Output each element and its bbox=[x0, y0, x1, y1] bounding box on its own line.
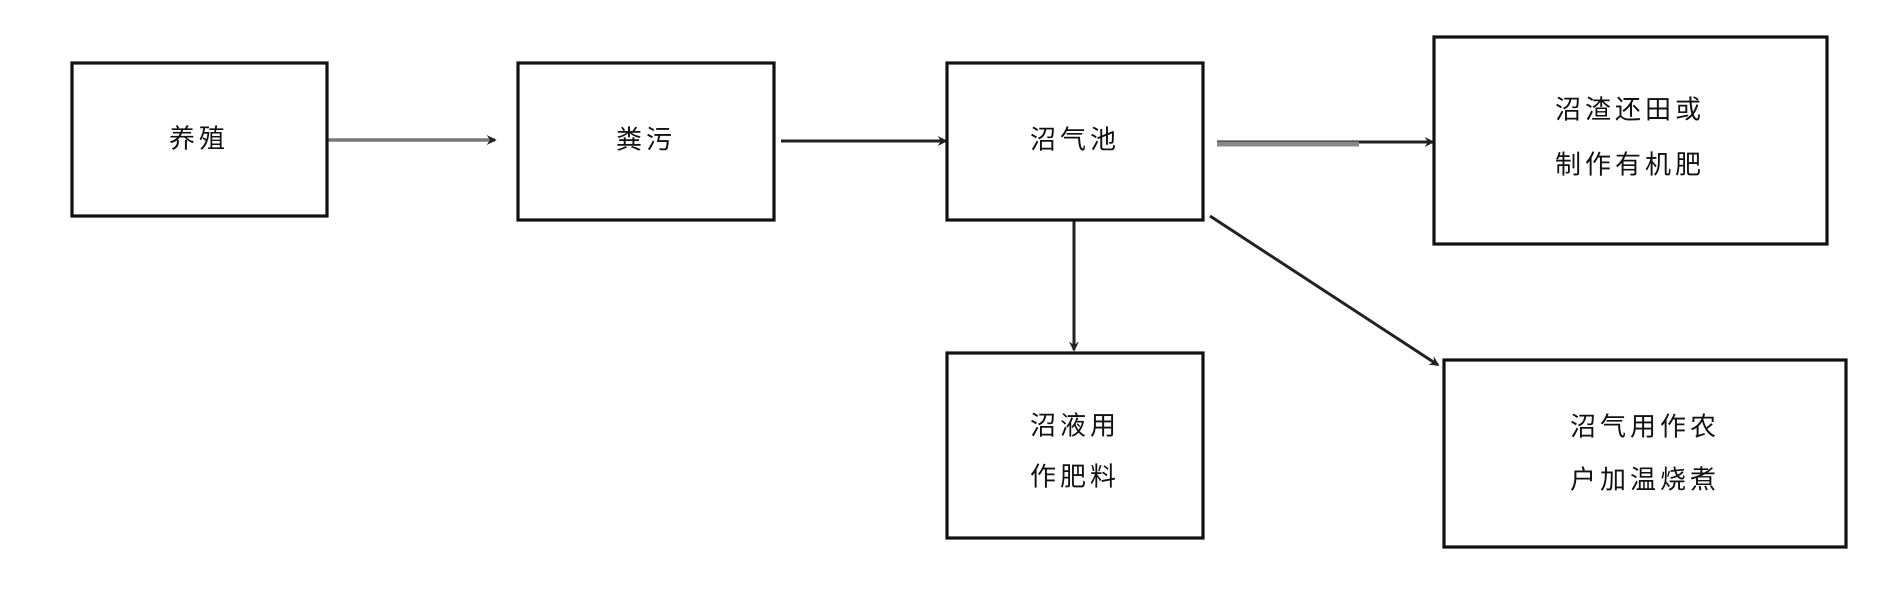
node-biogas-use-label-line1: 沼气用作农 bbox=[1570, 413, 1720, 443]
node-breeding: 养殖 bbox=[70, 61, 329, 218]
node-residue: 沼渣还田或 制作有机肥 bbox=[1432, 35, 1829, 246]
node-residue-label-line2: 制作有机肥 bbox=[1555, 151, 1705, 181]
node-manure-label: 粪污 bbox=[616, 126, 676, 156]
node-biogas-digester: 沼气池 bbox=[945, 61, 1205, 222]
node-slurry-label-line1: 沼液用 bbox=[1030, 412, 1120, 442]
edges bbox=[328, 135, 1440, 367]
node-biogas-digester-label: 沼气池 bbox=[1030, 126, 1120, 156]
node-slurry: 沼液用 作肥料 bbox=[945, 351, 1205, 540]
node-residue-label-line1: 沼渣还田或 bbox=[1555, 96, 1705, 126]
node-breeding-label: 养殖 bbox=[169, 125, 229, 155]
node-slurry-label-line2: 作肥料 bbox=[1030, 463, 1120, 493]
node-biogas-use-label-line2: 户加温烧煮 bbox=[1570, 466, 1720, 496]
node-biogas-use: 沼气用作农 户加温烧煮 bbox=[1442, 358, 1848, 549]
node-manure: 粪污 bbox=[516, 61, 776, 222]
edge-digester-to-biogas-use bbox=[1209, 214, 1440, 367]
